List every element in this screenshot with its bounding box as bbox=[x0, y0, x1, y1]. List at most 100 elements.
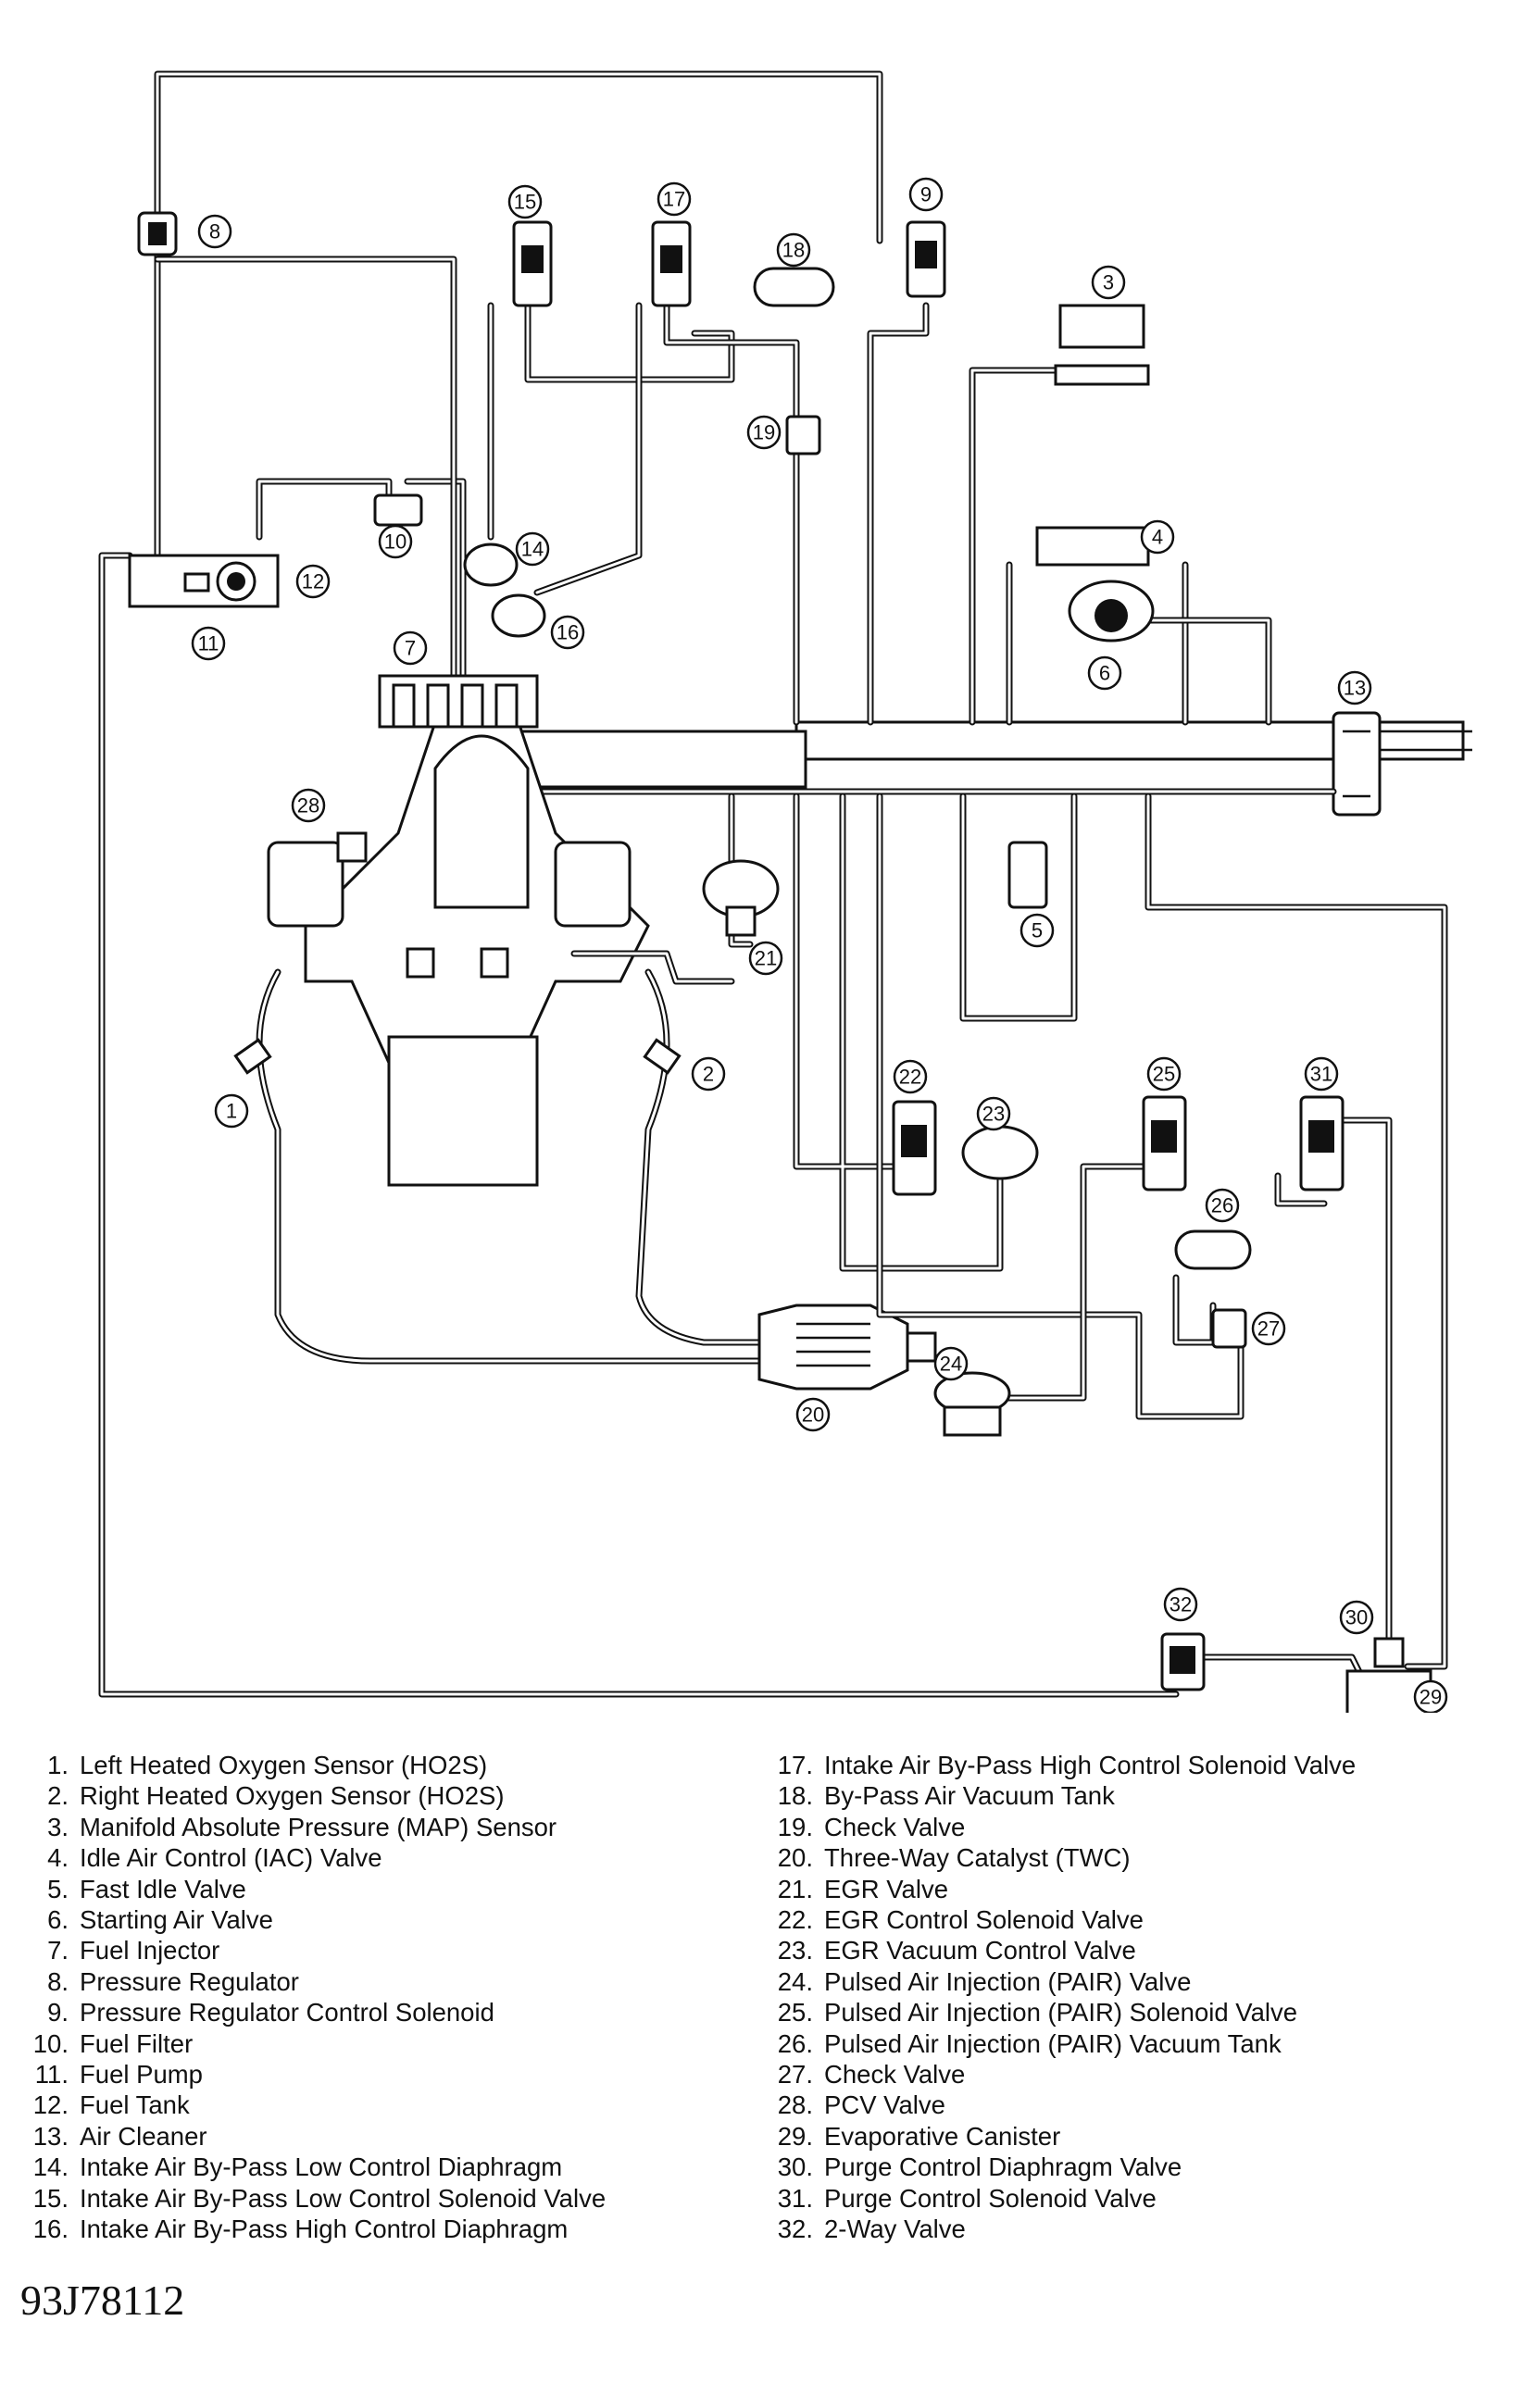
callout-32: 32 bbox=[1163, 1587, 1198, 1622]
legend-item: 21.EGR Valve bbox=[777, 1874, 948, 1903]
purge-control-diaphragm bbox=[1373, 1637, 1405, 1668]
legend-item: 29.Evaporative Canister bbox=[777, 2121, 1061, 2151]
callout-18: 18 bbox=[776, 232, 811, 268]
callout-6: 6 bbox=[1087, 655, 1122, 691]
bypass-low-solenoid bbox=[512, 220, 553, 307]
callout-23: 23 bbox=[976, 1096, 1011, 1131]
legend-item: 27.Check Valve bbox=[777, 2060, 966, 2090]
starting-air-valve bbox=[1094, 599, 1128, 632]
air-cleaner bbox=[1332, 711, 1382, 817]
legend-item: 12.Fuel Tank bbox=[32, 2090, 190, 2120]
callout-24: 24 bbox=[933, 1346, 969, 1381]
svg-text:30: 30 bbox=[1345, 1606, 1368, 1629]
egr-control-solenoid bbox=[892, 1100, 937, 1196]
egr-solenoid-hose bbox=[793, 792, 1004, 1272]
legend-item: 15.Intake Air By-Pass Low Control Soleno… bbox=[32, 2183, 607, 2213]
legend-left-column: 1.Left Heated Oxygen Sensor (HO2S) 2.Rig… bbox=[24, 1750, 606, 2245]
svg-text:19: 19 bbox=[753, 421, 775, 444]
pcv-valve bbox=[336, 831, 368, 863]
callout-31: 31 bbox=[1304, 1056, 1339, 1092]
bypass-high-diaphragm bbox=[491, 593, 546, 638]
svg-text:27: 27 bbox=[1257, 1317, 1280, 1341]
callout-11: 11 bbox=[191, 626, 226, 661]
fuel-pump bbox=[183, 561, 256, 602]
callout-1: 1 bbox=[214, 1093, 249, 1129]
svg-text:5: 5 bbox=[1032, 919, 1043, 942]
fuel-filter bbox=[373, 493, 423, 527]
legend-item: 31.Purge Control Solenoid Valve bbox=[777, 2183, 1157, 2213]
legend-item: 8.Pressure Regulator bbox=[47, 1966, 299, 1996]
callout-30: 30 bbox=[1339, 1600, 1374, 1635]
callout-21: 21 bbox=[748, 941, 783, 976]
legend-item: 10.Fuel Filter bbox=[32, 2028, 194, 2058]
legend-item: 28.PCV Valve bbox=[777, 2090, 945, 2120]
legend-item: 18.By-Pass Air Vacuum Tank bbox=[777, 1781, 1115, 1811]
svg-text:31: 31 bbox=[1310, 1063, 1332, 1086]
callout-27: 27 bbox=[1251, 1311, 1286, 1346]
callout-19: 19 bbox=[746, 415, 782, 450]
bypass-vacuum-tank bbox=[753, 267, 835, 307]
callout-3: 3 bbox=[1091, 265, 1126, 300]
legend-item: 32.2-Way Valve bbox=[777, 2215, 966, 2244]
svg-text:8: 8 bbox=[209, 220, 220, 243]
pair-tank-hose bbox=[1172, 1274, 1217, 1346]
legend-item: 20.Three-Way Catalyst (TWC) bbox=[777, 1843, 1131, 1873]
callout-4: 4 bbox=[1140, 519, 1175, 555]
legend-item: 4.Idle Air Control (IAC) Valve bbox=[47, 1843, 382, 1873]
callout-25: 25 bbox=[1146, 1056, 1182, 1092]
legend-item: 3.Manifold Absolute Pressure (MAP) Senso… bbox=[47, 1812, 557, 1841]
callout-15: 15 bbox=[507, 184, 543, 219]
check-valve-27 bbox=[1211, 1308, 1247, 1349]
callout-2: 2 bbox=[691, 1056, 726, 1092]
check-valve-19 bbox=[785, 415, 821, 455]
pair-valve-hose bbox=[978, 1163, 1161, 1402]
svg-text:23: 23 bbox=[982, 1103, 1005, 1126]
callout-29: 29 bbox=[1413, 1679, 1448, 1713]
fuel-injectors bbox=[378, 674, 539, 729]
legend-item: 24.Pulsed Air Injection (PAIR) Valve bbox=[777, 1966, 1192, 1996]
legend-item: 6.Starting Air Valve bbox=[47, 1905, 273, 1935]
legend-item: 14.Intake Air By-Pass Low Control Diaphr… bbox=[32, 2152, 563, 2182]
legend-item: 25.Pulsed Air Injection (PAIR) Solenoid … bbox=[777, 1998, 1298, 2027]
callout-7: 7 bbox=[393, 630, 428, 666]
svg-text:15: 15 bbox=[514, 191, 536, 214]
svg-text:14: 14 bbox=[521, 538, 544, 561]
legend-item: 13.Air Cleaner bbox=[32, 2121, 207, 2151]
callout-26: 26 bbox=[1205, 1188, 1240, 1223]
air-outlet-pipe bbox=[1380, 730, 1472, 752]
legend-item: 17.Intake Air By-Pass High Control Solen… bbox=[777, 1751, 1357, 1779]
svg-text:16: 16 bbox=[557, 621, 579, 644]
svg-text:4: 4 bbox=[1152, 526, 1163, 549]
fast-idle-valve bbox=[1007, 841, 1048, 909]
right-exhaust-pipe bbox=[635, 968, 763, 1346]
svg-text:20: 20 bbox=[802, 1404, 824, 1427]
pressure-regulator-hose bbox=[154, 256, 457, 689]
legend-item: 11.Fuel Pump bbox=[34, 2060, 203, 2090]
callout-12: 12 bbox=[295, 564, 331, 599]
svg-text:10: 10 bbox=[384, 530, 407, 554]
pair-solenoid bbox=[1142, 1095, 1187, 1192]
svg-text:11: 11 bbox=[198, 632, 219, 655]
bypass-low-diaphragm bbox=[463, 543, 519, 587]
map-sensor bbox=[1054, 304, 1150, 386]
svg-text:25: 25 bbox=[1153, 1063, 1175, 1086]
legend-item: 2.Right Heated Oxygen Sensor (HO2S) bbox=[47, 1781, 505, 1811]
callout-22: 22 bbox=[893, 1059, 928, 1094]
callout-28: 28 bbox=[291, 788, 326, 823]
callout-20: 20 bbox=[795, 1397, 831, 1432]
legend-item: 19.Check Valve bbox=[777, 1812, 966, 1841]
legend-item: 30.Purge Control Diaphragm Valve bbox=[777, 2152, 1182, 2182]
regulator-control-solenoid bbox=[906, 220, 946, 298]
legend-item: 16.Intake Air By-Pass High Control Diaph… bbox=[32, 2215, 569, 2244]
starting-air-hose bbox=[1144, 617, 1272, 726]
legend-item: 23.EGR Vacuum Control Valve bbox=[777, 1936, 1136, 1965]
legend-item: 1.Left Heated Oxygen Sensor (HO2S) bbox=[47, 1751, 488, 1779]
svg-text:26: 26 bbox=[1211, 1194, 1233, 1217]
callout-10: 10 bbox=[378, 524, 413, 559]
evaporative-canister bbox=[1345, 1669, 1432, 1713]
legend-item: 22.EGR Control Solenoid Valve bbox=[777, 1905, 1144, 1935]
svg-text:32: 32 bbox=[1170, 1593, 1192, 1616]
callout-8: 8 bbox=[197, 214, 232, 249]
callout-17: 17 bbox=[657, 181, 692, 217]
svg-text:9: 9 bbox=[920, 183, 932, 206]
